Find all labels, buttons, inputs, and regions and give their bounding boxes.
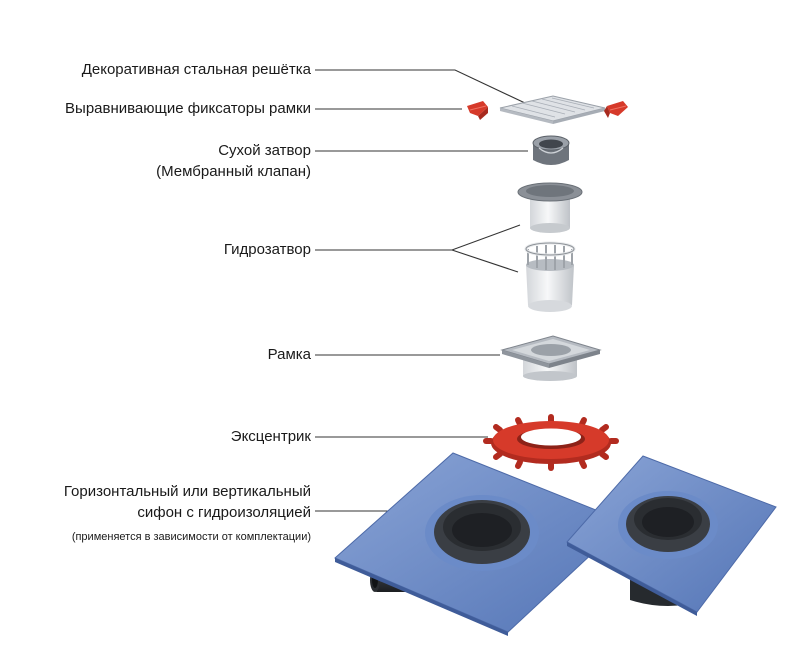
water-seal-cup — [517, 182, 583, 233]
vertical-siphon — [566, 455, 777, 616]
label-frame-fixers: Выравнивающие фиксаторы рамки — [65, 100, 311, 117]
leader-water-seal-b — [451, 249, 519, 273]
leader-lines — [315, 69, 528, 512]
label-siphon-line1: Горизонтальный или вертикальный — [63, 483, 311, 500]
water-seal-basket — [524, 241, 576, 312]
leader-grate — [315, 69, 526, 104]
steel-grate — [499, 95, 606, 124]
frame-fixer-right — [604, 101, 628, 118]
label-dry-seal: Сухой затвор — [218, 142, 311, 159]
label-grate: Декоративная стальная решётка — [81, 61, 311, 78]
horizontal-siphon — [334, 452, 627, 636]
label-dry-seal-subtitle: (Мембранный клапан) — [156, 163, 311, 180]
label-siphon-line2: сифон с гидроизоляцией — [137, 504, 311, 521]
frame — [500, 335, 602, 381]
label-siphon-note: (применяется в зависимости от комплектац… — [71, 531, 311, 543]
label-water-seal: Гидрозатвор — [223, 241, 311, 258]
frame-fixer-left — [467, 101, 488, 120]
label-frame: Рамка — [267, 346, 311, 363]
label-eccentric: Эксцентрик — [230, 428, 311, 445]
eccentric-ring — [483, 414, 619, 471]
dry-seal — [532, 135, 570, 165]
leader-water-seal-a — [315, 224, 521, 251]
